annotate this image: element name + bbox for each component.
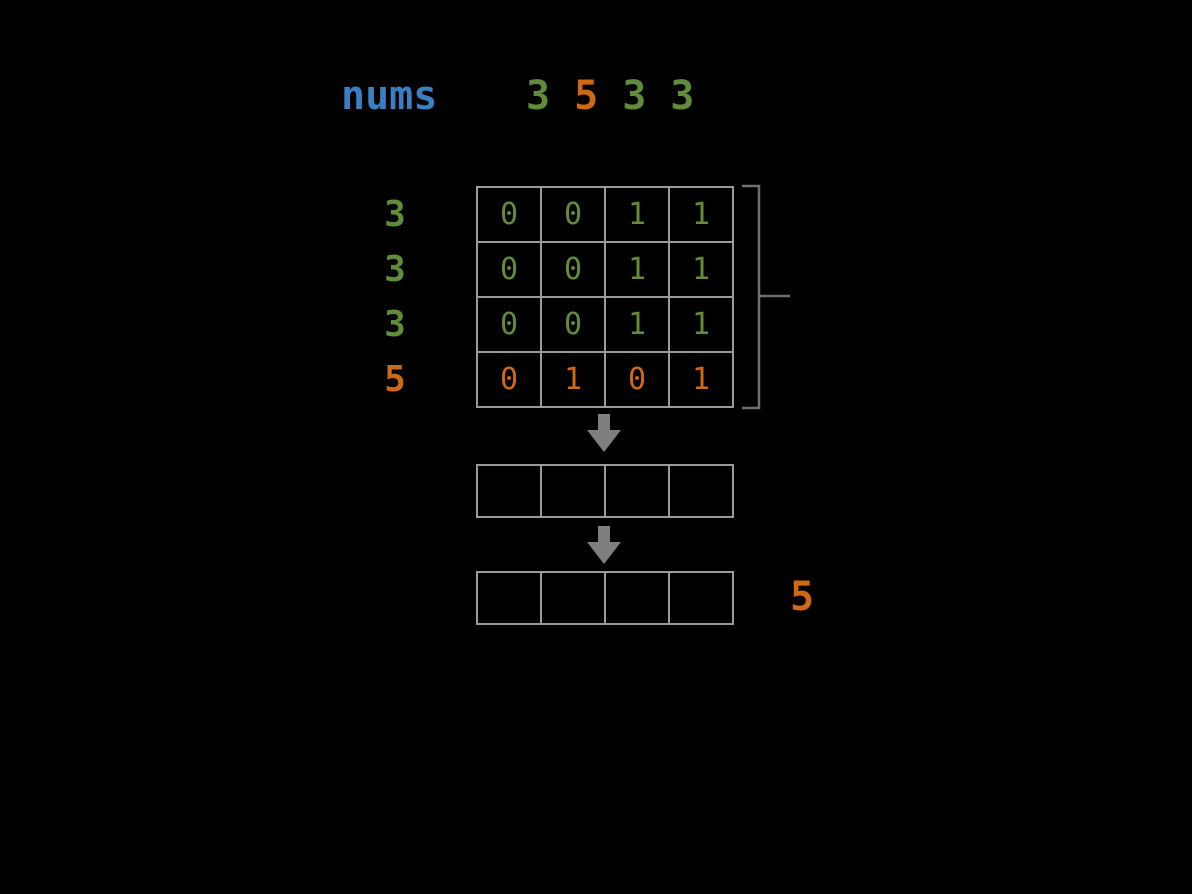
row-label: 5: [384, 359, 406, 400]
nums-value: 3: [622, 73, 647, 119]
bit-cell: 0: [604, 351, 670, 408]
empty-cell: [476, 571, 542, 625]
bit-cell: 0: [540, 241, 606, 298]
binary-grid-row: 0 1 0 1: [476, 351, 734, 408]
bit-cell: 0: [476, 296, 542, 353]
bit-cell: 0: [540, 296, 606, 353]
sum-row: [476, 464, 734, 518]
bit-cell: 1: [668, 186, 734, 243]
bit-cell: 1: [668, 296, 734, 353]
empty-cell: [540, 571, 606, 625]
row-label: 3: [384, 194, 406, 235]
empty-cell: [476, 464, 542, 518]
empty-cell: [540, 464, 606, 518]
bit-cell: 1: [540, 351, 606, 408]
nums-value: 3: [670, 73, 695, 119]
nums-values: 3 5 3 3: [526, 74, 694, 118]
binary-grid-row: 0 0 1 1: [476, 186, 734, 243]
nums-label: nums: [341, 73, 438, 119]
row-label: 3: [384, 304, 406, 345]
bit-cell: 0: [476, 186, 542, 243]
binary-grid: 0 0 1 1 0 0 1 1 0 0 1 1 0 1 0 1: [476, 186, 734, 408]
result-row: [476, 571, 734, 625]
result-row-cells: [476, 571, 734, 625]
binary-grid-row: 0 0 1 1: [476, 296, 734, 353]
bit-cell: 1: [604, 241, 670, 298]
bit-cell: 0: [476, 351, 542, 408]
sum-row-cells: [476, 464, 734, 518]
bit-cell: 1: [604, 186, 670, 243]
bit-cell: 0: [540, 186, 606, 243]
empty-cell: [668, 464, 734, 518]
nums-value: 5: [574, 73, 599, 119]
row-label: 3: [384, 249, 406, 290]
empty-cell: [604, 571, 670, 625]
down-arrow-icon: [587, 526, 621, 564]
brace-icon: [742, 184, 790, 410]
down-arrow-icon: [587, 414, 621, 452]
bit-cell: 1: [668, 241, 734, 298]
row-labels: 3 3 3 5: [355, 187, 435, 407]
result-value: 5: [790, 574, 815, 620]
bit-cell: 1: [604, 296, 670, 353]
bit-cell: 1: [668, 351, 734, 408]
empty-cell: [604, 464, 670, 518]
nums-value: 3: [526, 73, 551, 119]
binary-grid-row: 0 0 1 1: [476, 241, 734, 298]
empty-cell: [668, 571, 734, 625]
bit-cell: 0: [476, 241, 542, 298]
